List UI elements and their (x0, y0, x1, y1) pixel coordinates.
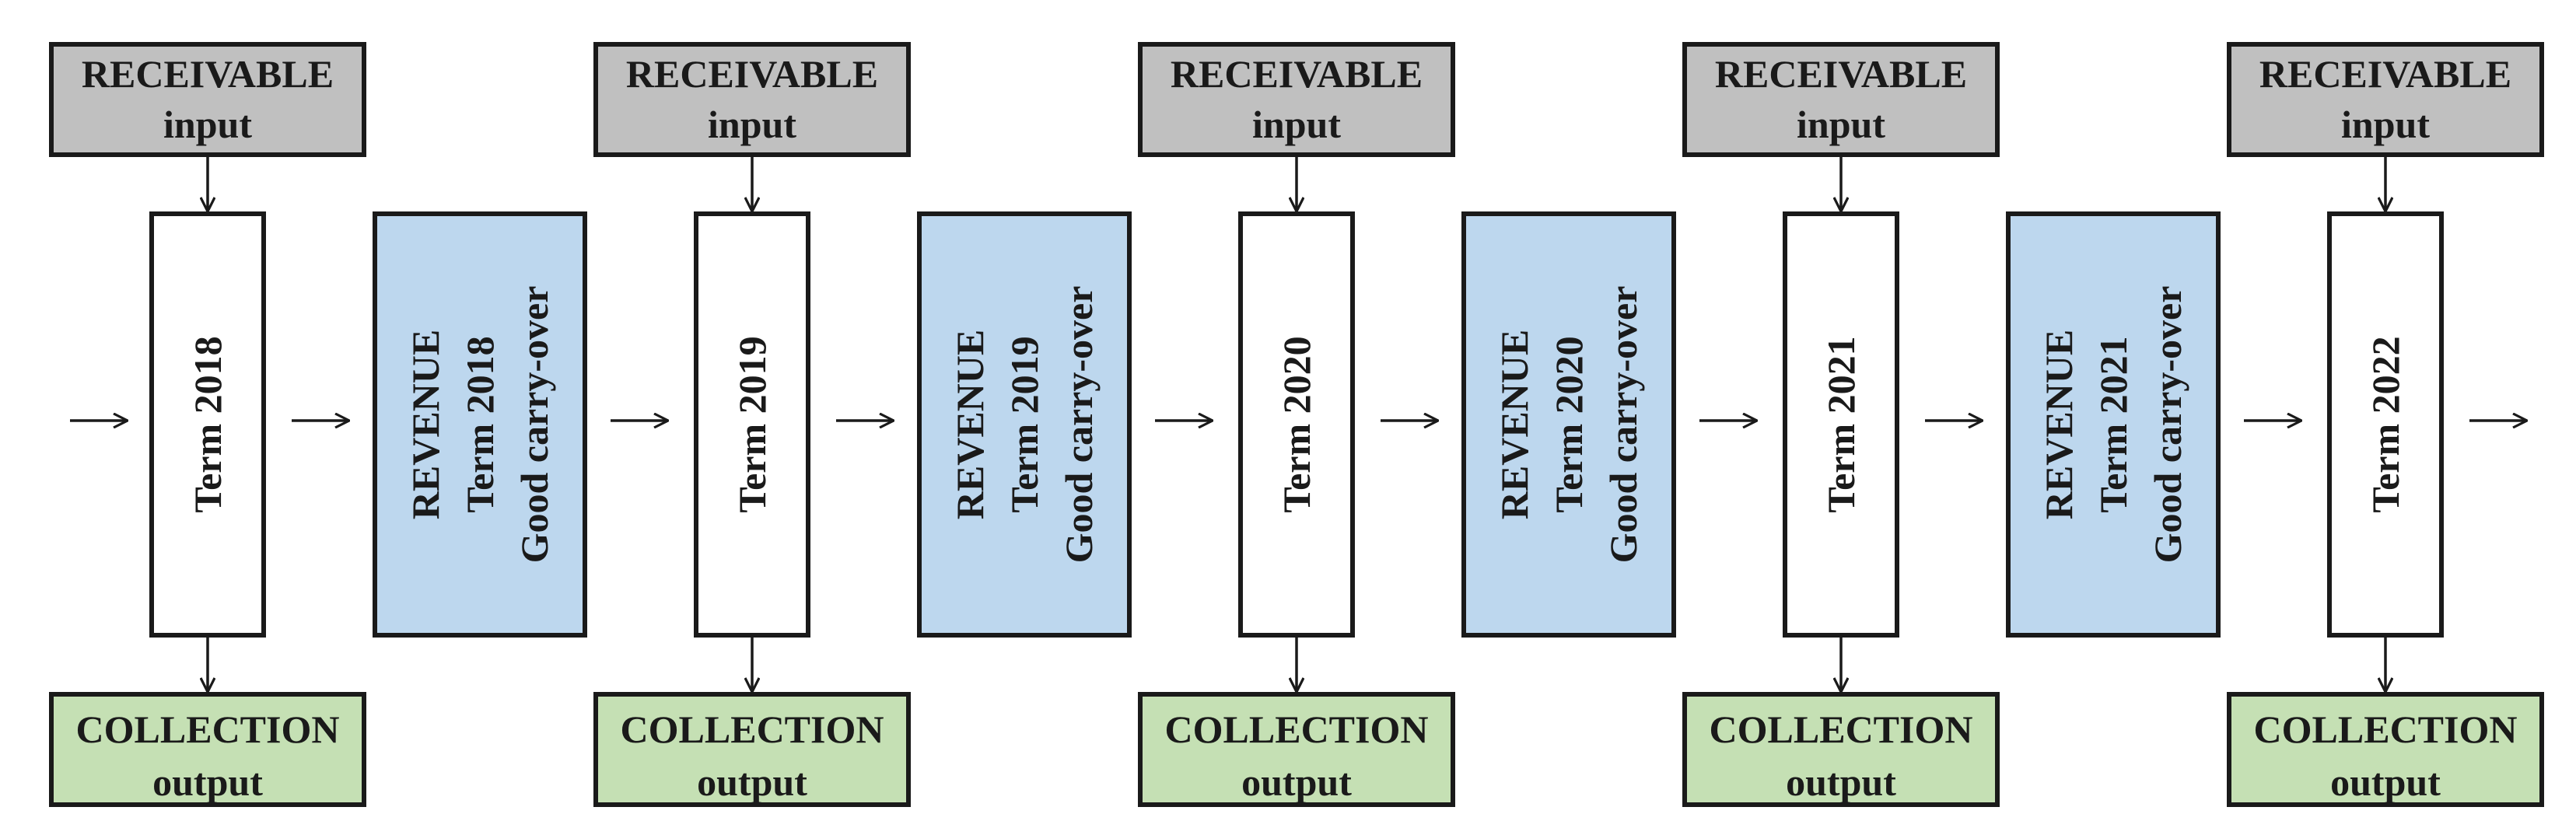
receivable-label: RECEIVABLE (626, 52, 878, 96)
collection-label: COLLECTION (2254, 707, 2518, 751)
receivable-sublabel: input (708, 103, 796, 146)
term-box (1783, 211, 1899, 638)
collection-sublabel: output (2330, 760, 2441, 804)
collection-label: COLLECTION (1165, 707, 1429, 751)
revenue-box (917, 211, 1132, 638)
receivable-sublabel: input (2341, 103, 2430, 146)
revenue-label: REVENUE (948, 330, 992, 519)
revenue-carryover-label: Good carry-over (2146, 286, 2189, 564)
receivable-label: RECEIVABLE (2259, 52, 2511, 96)
receivable-sublabel: input (163, 103, 252, 146)
term-label: Term 2022 (2364, 336, 2407, 512)
receivable-box (1138, 42, 1455, 157)
revenue-carryover-label: Good carry-over (1057, 286, 1101, 564)
receivable-box (593, 42, 911, 157)
term-label: Term 2019 (730, 336, 774, 512)
collection-sublabel: output (1786, 760, 1896, 804)
receivable-label: RECEIVABLE (82, 52, 334, 96)
term-box (2327, 211, 2444, 638)
revenue-label: REVENUE (1493, 330, 1536, 519)
receivable-sublabel: input (1252, 103, 1341, 146)
receivable-box (1682, 42, 2000, 157)
collection-box (1138, 692, 1455, 807)
collection-label: COLLECTION (76, 707, 340, 751)
term-label: Term 2018 (186, 336, 229, 512)
collection-sublabel: output (697, 760, 807, 804)
collection-sublabel: output (152, 760, 263, 804)
revenue-carryover-label: Good carry-over (1601, 286, 1645, 564)
revenue-term-label: Term 2021 (2091, 336, 2135, 512)
receivable-label: RECEIVABLE (1715, 52, 1967, 96)
revenue-carryover-label: Good carry-over (513, 286, 556, 564)
term-label: Term 2021 (1819, 336, 1863, 512)
term-label: Term 2020 (1275, 336, 1318, 512)
receivable-label: RECEIVABLE (1171, 52, 1423, 96)
collection-sublabel: output (1241, 760, 1352, 804)
collection-box (593, 692, 911, 807)
collection-label: COLLECTION (621, 707, 884, 751)
revenue-term-label: Term 2019 (1003, 336, 1046, 512)
term-box (149, 211, 266, 638)
flow-arrows (70, 157, 2527, 692)
collection-box (1682, 692, 2000, 807)
revenue-box (1461, 211, 1676, 638)
revenue-label: REVENUE (404, 330, 447, 519)
collection-box (49, 692, 366, 807)
receivable-sublabel: input (1797, 103, 1885, 146)
collection-box (2227, 692, 2544, 807)
receivable-box (2227, 42, 2544, 157)
term-box (1238, 211, 1355, 638)
revenue-box (2006, 211, 2221, 638)
term-box (694, 211, 810, 638)
revenue-label: REVENUE (2037, 330, 2081, 519)
revenue-box (373, 211, 587, 638)
revenue-term-label: Term 2020 (1547, 336, 1591, 512)
receivable-box (49, 42, 366, 157)
collection-label: COLLECTION (1710, 707, 1973, 751)
revenue-term-label: Term 2018 (458, 336, 502, 512)
